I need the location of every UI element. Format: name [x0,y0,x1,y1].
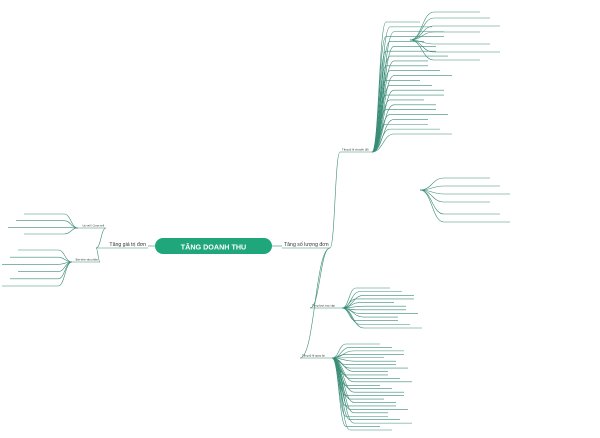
leaf-connector [331,347,351,359]
sub-branch-label: Up sell / Cross sell [83,224,105,228]
sub-branch-connector [95,227,107,249]
leaf-connector [63,220,79,229]
root-label: TĂNG DOANH THU [181,243,246,252]
sub-branch-label: Tăng lượt truy cập [312,304,335,308]
leaf-connector [331,357,347,427]
leaf-connector [419,189,445,223]
leaf-connector [63,227,79,235]
leaf-connector [371,123,387,153]
leaf-connector [409,25,435,41]
sub-branch-label: Tăng tỷ lệ quay lại [302,354,325,358]
leaf-connector [331,357,355,424]
leaf-connector [57,261,73,287]
leaf-connector [409,17,435,41]
leaf-connector [371,109,387,153]
root-node[interactable] [155,238,272,254]
sub-branch-connector [309,247,331,309]
leaf-connector [331,357,351,431]
sub-branch-label: Tăng tỷ lệ chuyển đổi [342,148,369,152]
leaf-connector [57,249,73,263]
leaf-connector [409,31,435,41]
leaf-connector [409,11,435,41]
branch-left-label: Tăng giá trị đơn [109,242,146,248]
branch-right-label: Tăng số lượng đơn [284,242,329,248]
sub-branch-connector [329,151,341,249]
leaf-connector [371,133,395,153]
leaf-connector [341,307,365,329]
leaf-connector [371,128,391,153]
leaf-connector [409,39,435,61]
sub-branch-connector [299,247,331,359]
sub-branch-connector [95,247,101,263]
leaf-connector [341,287,357,309]
sub-branch-label: Bán kèm sản phẩm [76,258,98,262]
